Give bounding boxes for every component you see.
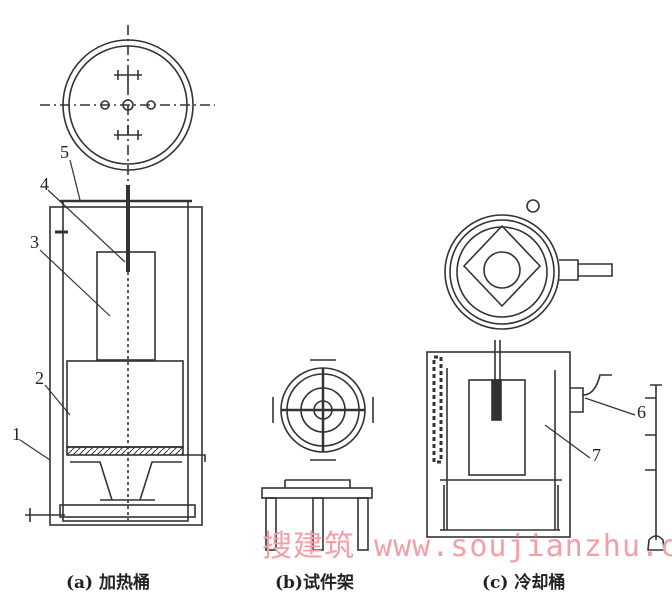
label-4: 4 [40,174,49,194]
caption-heating-tank: (a) 加热桶 [66,573,151,593]
watermark: 搜建筑 www.soujianzhu.cn [262,529,672,564]
label-6: 6 [637,402,646,422]
cooling-tank-side-view [426,340,612,538]
label-7: 7 [592,445,601,465]
heating-tank-side-view [25,185,206,526]
leader-lines [19,159,636,461]
cooling-tank-top-view [444,199,613,330]
label-1: 1 [12,424,21,444]
cooling-hanger-rod [645,384,665,551]
specimen-rack-top-view [272,359,374,461]
specimen-rack-side-view [261,479,373,551]
label-2: 2 [35,368,44,388]
heating-tank-top-view [40,25,215,200]
caption-cooling-tank: (c) 冷却桶 [482,573,566,593]
label-5: 5 [60,142,69,162]
caption-specimen-rack: (b)试件架 [275,573,354,593]
label-3: 3 [30,232,39,252]
